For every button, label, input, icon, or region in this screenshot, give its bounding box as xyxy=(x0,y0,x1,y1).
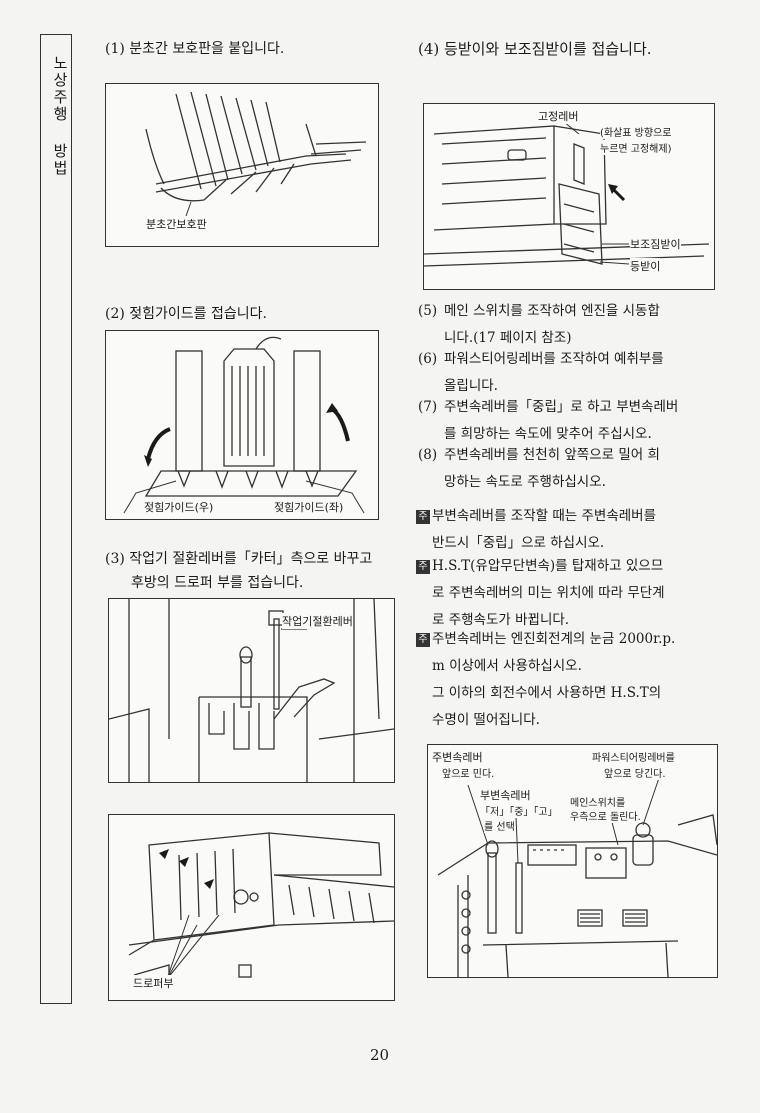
step-5-number: (5) xyxy=(418,303,438,319)
note-2-line-1: H.S.T(유압무단변속)를 탑재하고 있으므 xyxy=(432,558,664,574)
sub-shift-lever-callout-line-3: 를 선택 xyxy=(484,818,515,833)
aux-platform-callout: 보조짐받이 xyxy=(630,236,681,252)
main-switch-callout-line-1: 메인스위치를 xyxy=(570,794,626,809)
step-7-line-1: 주변속레버를「중립」로 하고 부변속레버 xyxy=(444,399,679,415)
step-6-number: (6) xyxy=(418,351,438,367)
section-title: 노상주행 방법 xyxy=(51,55,69,177)
tilt-guides-illustration xyxy=(123,336,365,514)
dropper-section-callout: 드로퍼부 xyxy=(133,975,174,991)
sub-shift-lever-callout-line-2: 「저」「중」「고」 xyxy=(480,803,558,818)
note-icon: 주 xyxy=(416,560,430,574)
step-6-line-1: 파워스티어링레버를 조작하여 예취부를 xyxy=(444,351,664,367)
backrest-aux-platform-illustration xyxy=(424,121,710,267)
note-3-line-4: 수명이 떨어집니다. xyxy=(432,712,540,728)
step-8-line-2: 망하는 속도로 주행하십시오. xyxy=(444,474,606,490)
tilt-guide-left-callout: 젖힘가이드(좌) xyxy=(274,499,344,515)
step-5-line-1: 메인 스위치를 조작하여 엔진을 시동합 xyxy=(444,303,660,319)
note-3-line-3: 그 이하의 회전수에서 사용하면 H.S.T의 xyxy=(432,685,662,701)
step-5-paragraph: (5) 메인 스위치를 조작하여 엔진을 시동합 니다.(17 페이지 참조) xyxy=(418,298,718,352)
step-8-line-1: 주변속레버를 천천히 앞쪽으로 밀어 희 xyxy=(444,447,660,463)
note-2-line-3: 로 주행속도가 바뀝니다. xyxy=(432,612,570,628)
tilt-guide-right-callout: 젖힘가이드(우) xyxy=(144,499,214,515)
implement-switch-lever-callout: 작업기절환레버 xyxy=(282,613,353,629)
main-switch-callout-line-2: 우측으로 돌린다. xyxy=(570,808,641,823)
power-steering-callout-line-2: 앞으로 당긴다. xyxy=(604,765,666,780)
divider-guard-callout: 분초간보호판 xyxy=(146,216,207,232)
note-2-line-2: 로 주변속레버의 미는 위치에 따라 무단계 xyxy=(432,585,665,601)
sub-shift-lever-callout-line-1: 부변속레버 xyxy=(480,787,531,803)
dropper-section-illustration xyxy=(128,832,394,990)
step-3-heading-line-1: (3) 작업기 절환레버를「카터」측으로 바꾸고 xyxy=(105,551,373,567)
note-1-line-1: 부변속레버를 조작할 때는 주변속레버를 xyxy=(432,508,657,524)
lock-lever-note-line-1: (화살표 방향으로 xyxy=(600,124,672,139)
note-3-line-1: 주변속레버는 엔진회전계의 눈금 2000r.p. xyxy=(432,631,676,647)
note-3-line-2: m 이상에서 사용하십시오. xyxy=(432,658,582,674)
figure-implement-switch-lever: 작업기절환레버 xyxy=(108,598,395,783)
figure-dropper-section: 드로퍼부 xyxy=(108,814,395,1001)
step-1-heading: (1) 분초간 보호판을 붙입니다. xyxy=(105,41,285,57)
step-2-heading: (2) 젖힘가이드를 접습니다. xyxy=(105,306,267,322)
driving-controls-illustration xyxy=(437,774,717,977)
step-6-line-2: 올립니다. xyxy=(444,378,498,394)
step-7-line-2: 를 희망하는 속도에 맞추어 주십시오. xyxy=(444,426,652,442)
step-5-line-2: 니다.(17 페이지 참조) xyxy=(444,330,572,346)
step-3-heading-line-2: 후방의 드로퍼 부를 접습니다. xyxy=(131,575,304,591)
note-1-line-2: 반드시「중립」으로 하십시오. xyxy=(432,535,605,551)
step-8-number: (8) xyxy=(418,447,438,463)
step-4-heading: (4) 등받이와 보조짐받이를 접습니다. xyxy=(418,40,652,58)
backrest-callout: 등받이 xyxy=(630,258,661,274)
page-number: 20 xyxy=(370,1046,390,1064)
step-8-paragraph: (8) 주변속레버를 천천히 앞쪽으로 밀어 희 망하는 속도로 주행하십시오. xyxy=(418,442,718,496)
main-shift-lever-callout-line-1: 주변속레버 xyxy=(432,749,483,765)
lock-lever-callout: 고정레버 xyxy=(538,108,579,124)
divider-guard-illustration xyxy=(145,91,367,217)
figure-divider-guard: 분초간보호판 xyxy=(105,83,379,247)
section-side-tab: 노상주행 방법 xyxy=(40,34,72,1004)
figure-backrest-and-aux-platform: 고정레버 (화살표 방향으로 누르면 고정해제) 보조짐받이 등받이 xyxy=(423,103,715,290)
note-icon: 주 xyxy=(416,510,430,524)
figure-tilt-guides: 젖힘가이드(우) 젖힘가이드(좌) xyxy=(105,330,379,520)
main-shift-lever-callout-line-2: 앞으로 민다. xyxy=(442,765,495,780)
lock-lever-note-line-2: 누르면 고정해제) xyxy=(600,140,672,155)
power-steering-callout-line-1: 파워스티어링레버를 xyxy=(592,749,675,764)
note-icon: 주 xyxy=(416,633,430,647)
implement-switch-lever-illustration xyxy=(109,599,394,782)
figure-driving-controls: 주변속레버 앞으로 민다. 부변속레버 「저」「중」「고」 를 선택 메인스위치… xyxy=(427,744,718,978)
step-6-paragraph: (6) 파워스티어링레버를 조작하여 예취부를 올립니다. xyxy=(418,346,718,400)
step-7-paragraph: (7) 주변속레버를「중립」로 하고 부변속레버 를 희망하는 속도에 맞추어 주… xyxy=(418,394,718,448)
step-7-number: (7) xyxy=(418,399,438,415)
